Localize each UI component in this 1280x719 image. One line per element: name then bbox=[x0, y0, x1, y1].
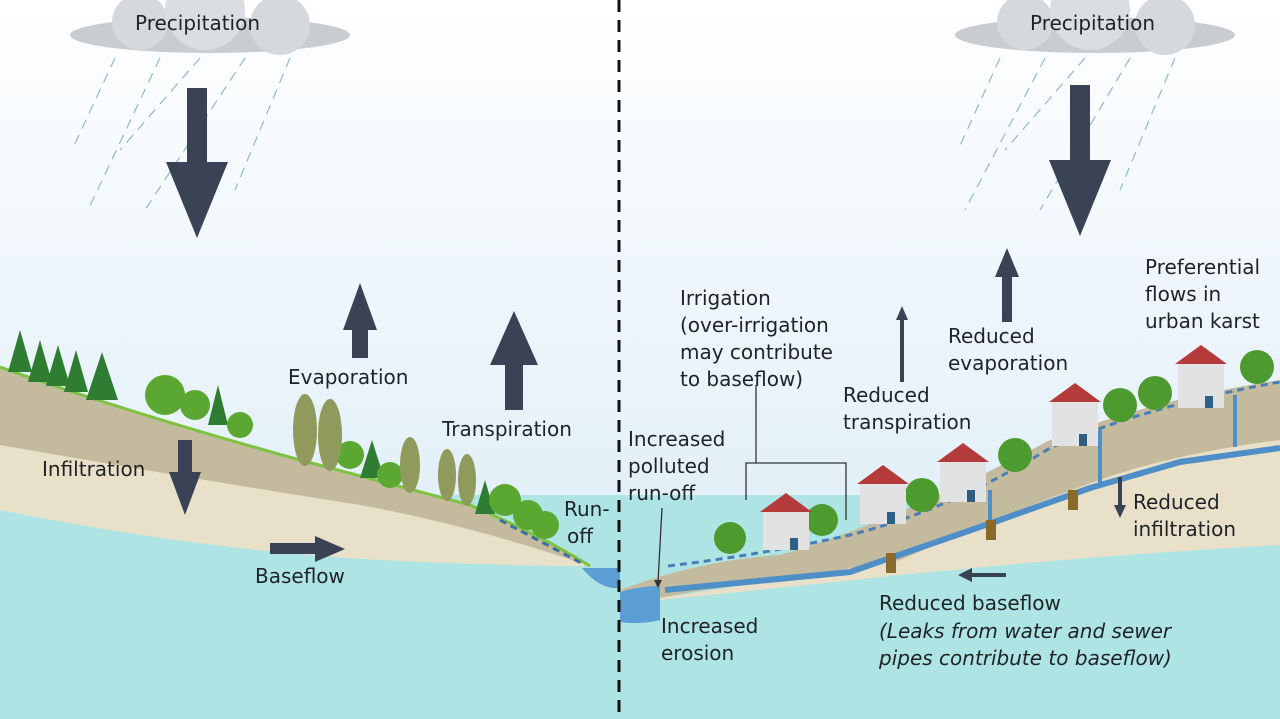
reduced-infiltration-label-line2: infiltration bbox=[1133, 517, 1237, 541]
urban-trees bbox=[714, 350, 1274, 554]
irrigation-label-line3: may contribute bbox=[680, 340, 833, 364]
precipitation-label-right: Precipitation bbox=[1030, 11, 1156, 35]
eroded-channel bbox=[620, 586, 660, 624]
house-icon bbox=[1175, 345, 1227, 408]
reduced-transpiration-label-line2: transpiration bbox=[843, 410, 972, 434]
transpiration-label: Transpiration bbox=[442, 417, 572, 441]
house-icon bbox=[857, 465, 909, 524]
poplar-trees bbox=[293, 394, 476, 506]
reduced-transpiration-arrow bbox=[896, 306, 908, 382]
reduced-transpiration-label-line1: Reduced bbox=[843, 383, 930, 407]
reduced-infiltration-arrow bbox=[1114, 477, 1126, 518]
soil-lower-layer bbox=[0, 445, 590, 566]
baseflow-arrow bbox=[270, 536, 345, 562]
cloud-icon bbox=[70, 0, 350, 55]
transpiration-arrow bbox=[490, 311, 538, 410]
evaporation-arrow bbox=[343, 283, 377, 358]
house-icon bbox=[937, 443, 989, 502]
preferential-flows-label-line3: urban karst bbox=[1145, 309, 1260, 333]
house-icon bbox=[760, 493, 812, 550]
leaks-note-line2: pipes contribute to baseflow) bbox=[879, 646, 1172, 670]
stream-pool bbox=[582, 568, 620, 589]
reduced-baseflow-label: Reduced baseflow bbox=[879, 591, 1061, 615]
precipitation-arrow bbox=[1049, 85, 1111, 236]
irrigation-label-line4: to baseflow) bbox=[680, 367, 804, 391]
increased-runoff-label-line1: Increased bbox=[628, 427, 726, 451]
reduced-infiltration-label-line1: Reduced bbox=[1133, 490, 1220, 514]
evaporation-label: Evaporation bbox=[288, 365, 409, 389]
reduced-baseflow-arrow bbox=[958, 568, 1006, 582]
leak-post bbox=[986, 520, 996, 540]
broadleaf-trees bbox=[145, 375, 559, 539]
precipitation-label-left: Precipitation bbox=[135, 11, 261, 35]
increased-runoff-label-line2: polluted bbox=[628, 454, 710, 478]
runoff-dashed-line bbox=[499, 518, 586, 567]
runoff-leader-line bbox=[657, 507, 663, 583]
infiltration-label: Infiltration bbox=[42, 457, 146, 481]
precipitation-arrow bbox=[166, 88, 228, 238]
infiltration-arrow bbox=[169, 440, 201, 515]
baseflow-label: Baseflow bbox=[255, 564, 345, 588]
irrigation-label-line2: (over-irrigation bbox=[680, 313, 829, 337]
irrigation-label-line1: Irrigation bbox=[680, 286, 771, 310]
increased-erosion-label-line1: Increased bbox=[661, 614, 759, 638]
increased-erosion-label-line2: erosion bbox=[661, 641, 735, 665]
runoff-pointer bbox=[654, 580, 662, 588]
preferential-flows-label-line1: Preferential bbox=[1145, 255, 1261, 279]
reduced-evaporation-label-line2: evaporation bbox=[948, 351, 1069, 375]
pipe-connectors bbox=[988, 395, 1237, 520]
natural-landscape bbox=[0, 365, 620, 589]
leak-post bbox=[886, 553, 896, 573]
runoff-label-line2: off bbox=[567, 524, 594, 548]
increased-runoff-label-line3: run-off bbox=[628, 481, 696, 505]
leak-post bbox=[1068, 490, 1078, 510]
cloud-icon bbox=[955, 0, 1235, 55]
reduced-evaporation-label-line1: Reduced bbox=[948, 324, 1035, 348]
irrigation-bracket bbox=[745, 462, 847, 520]
house-icon bbox=[1049, 383, 1101, 446]
conifer-trees bbox=[8, 330, 495, 514]
leaks-note-line1: (Leaks from water and sewer bbox=[879, 619, 1172, 643]
reduced-evaporation-arrow bbox=[995, 248, 1019, 322]
sewer-pipe bbox=[664, 445, 1280, 593]
runoff-label-line1: Run- bbox=[564, 497, 610, 521]
preferential-flows-label-line2: flows in bbox=[1145, 282, 1222, 306]
